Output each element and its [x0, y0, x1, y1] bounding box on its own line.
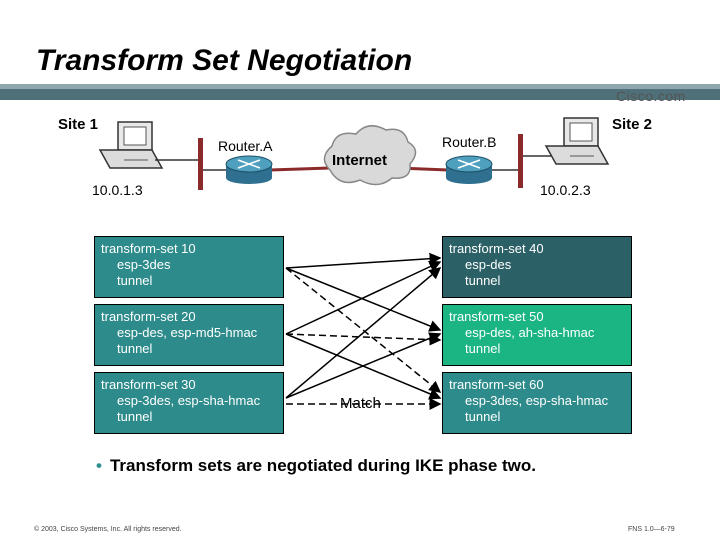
transform-set-mode: tunnel	[465, 273, 501, 288]
transform-set-box-right-1: transform-set 40 esp-des tunnel	[442, 236, 632, 298]
transform-set-protocols: esp-des, esp-md5-hmac	[117, 325, 258, 340]
computer-icon-site1	[98, 121, 164, 169]
transform-set-mode: tunnel	[117, 341, 153, 356]
bullet-icon: •	[96, 456, 102, 475]
transform-set-protocols: esp-3des, esp-sha-hmac	[117, 393, 261, 408]
transform-set-protocols: esp-des	[465, 257, 512, 272]
transform-set-mode: tunnel	[465, 409, 501, 424]
transform-set-name: transform-set 10	[101, 241, 196, 256]
transform-set-protocols: esp-3des	[117, 257, 171, 272]
site2-ip: 10.0.2.3	[540, 182, 591, 198]
transform-set-name: transform-set 60	[449, 377, 544, 392]
transform-set-mode: tunnel	[465, 341, 501, 356]
negotiation-arrows	[285, 252, 442, 410]
site1-label: Site 1	[58, 116, 99, 133]
transform-set-protocols: esp-des, ah-sha-hmac	[465, 325, 595, 340]
site1-segment-bar	[198, 138, 203, 190]
bullet-text: Transform sets are negotiated during IKE…	[109, 456, 536, 475]
transform-set-box-right-3: transform-set 60 esp-3des, esp-sha-hmac …	[442, 372, 632, 434]
router-icon-a	[225, 155, 273, 184]
internet-cloud-icon	[323, 125, 417, 186]
match-label: Match	[340, 395, 381, 412]
router-a-label: Router.A	[218, 138, 273, 154]
cisco-logo: Cisco.com	[616, 88, 686, 104]
transform-set-name: transform-set 40	[449, 241, 544, 256]
page-title: Transform Set Negotiation	[36, 44, 413, 77]
site1-ip: 10.0.1.3	[92, 182, 143, 198]
transform-set-box-right-2: transform-set 50 esp-des, ah-sha-hmac tu…	[442, 304, 632, 366]
transform-set-box-left-1: transform-set 10 esp-3des tunnel	[94, 236, 284, 298]
internet-label: Internet	[332, 152, 388, 169]
transform-set-name: transform-set 30	[101, 377, 196, 392]
router-icon-b	[445, 155, 493, 184]
transform-set-box-left-3: transform-set 30 esp-3des, esp-sha-hmac …	[94, 372, 284, 434]
transform-set-protocols: esp-3des, esp-sha-hmac	[465, 393, 609, 408]
transform-set-box-left-2: transform-set 20 esp-des, esp-md5-hmac t…	[94, 304, 284, 366]
computer-icon-site2	[544, 117, 610, 165]
router-b-label: Router.B	[442, 134, 497, 150]
transform-set-name: transform-set 20	[101, 309, 196, 324]
bullet-point: • Transform sets are negotiated during IK…	[96, 456, 536, 476]
transform-set-mode: tunnel	[117, 409, 153, 424]
site2-label: Site 2	[612, 116, 653, 133]
site2-segment-bar	[518, 134, 523, 188]
footer-copyright: © 2003, Cisco Systems, Inc. All rights r…	[34, 526, 182, 533]
footer-slide-number: FNS 1.0—6-79	[628, 526, 675, 533]
transform-set-mode: tunnel	[117, 273, 153, 288]
header-band-highlight	[0, 84, 720, 89]
transform-set-name: transform-set 50	[449, 309, 544, 324]
